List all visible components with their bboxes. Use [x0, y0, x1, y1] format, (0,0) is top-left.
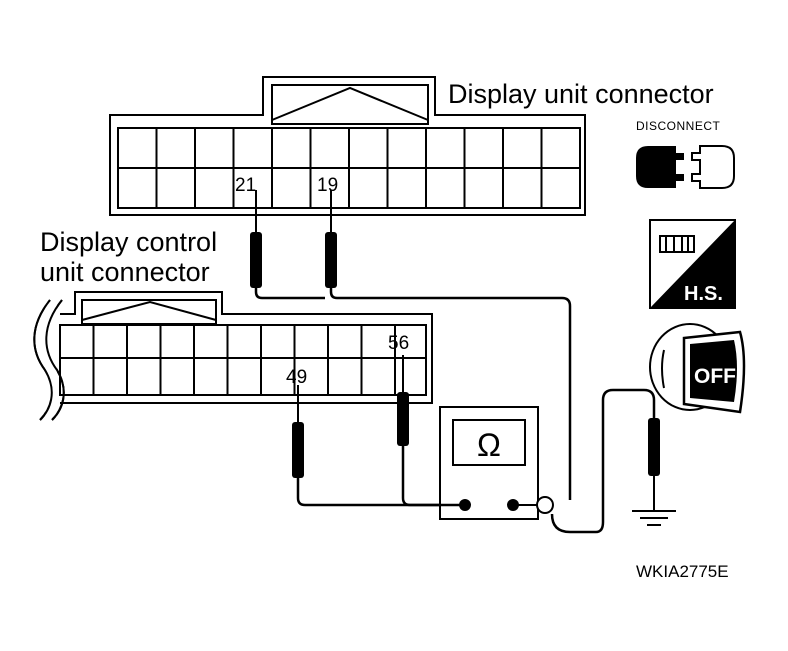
pin-19-label: 19 [317, 175, 338, 196]
ignition-key-icon [649, 323, 746, 414]
disconnect-icon [636, 145, 735, 189]
ground-icon [632, 510, 676, 526]
figure-code: WKIA2775E [636, 562, 729, 581]
display-control-label-line2: unit connector [40, 257, 210, 287]
pin-49-label: 49 [286, 367, 307, 388]
harness-side-label: H.S. [684, 283, 723, 305]
display-control-unit-connector [33, 291, 433, 421]
pin-56-label: 56 [388, 333, 409, 354]
harness-side-icon [649, 219, 736, 309]
ohm-symbol: Ω [477, 427, 501, 463]
display-unit-connector [109, 76, 586, 216]
disconnect-label: DISCONNECT [636, 119, 721, 133]
display-control-label-line1: Display control [40, 227, 217, 257]
test-wires [254, 288, 656, 534]
display-unit-connector-label: Display unit connector [448, 79, 714, 109]
ignition-off-label: OFF [694, 365, 736, 388]
pin-21-label: 21 [235, 175, 256, 196]
meter-terminal-negative [459, 499, 471, 511]
test-probes [250, 190, 660, 510]
ohmmeter [439, 406, 554, 520]
